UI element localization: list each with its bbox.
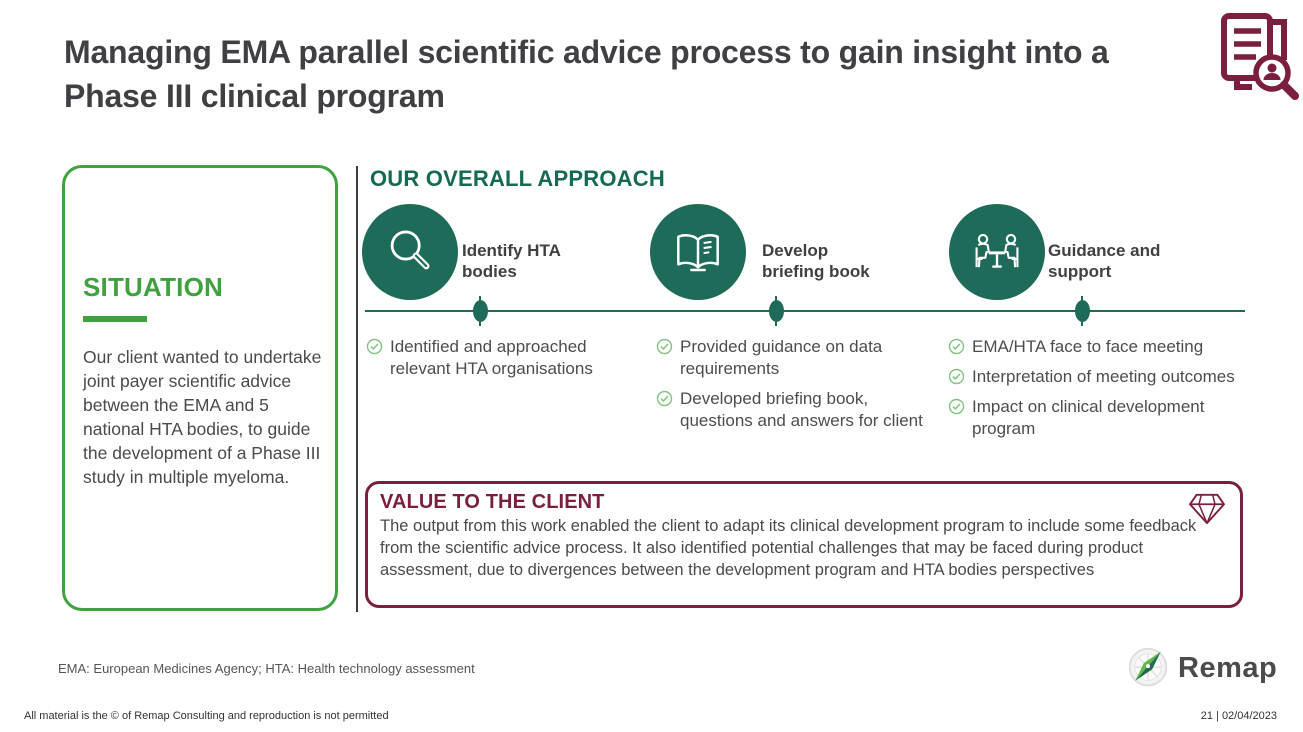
list-item: Impact on clinical development program — [948, 396, 1248, 440]
check-circle-icon — [656, 390, 673, 407]
bullet-text: Interpretation of meeting outcomes — [972, 367, 1235, 387]
list-item: EMA/HTA face to face meeting — [948, 336, 1248, 358]
logo-text: Remap — [1178, 651, 1278, 684]
meeting-icon — [975, 233, 1019, 268]
timeline-dot-3 — [1075, 300, 1090, 322]
step-2-label: Develop briefing book — [762, 241, 870, 282]
situation-underline — [83, 316, 147, 322]
bullet-text: Provided guidance on data requirements — [680, 337, 883, 379]
briefing-book-icon — [677, 234, 719, 272]
step-2-circle — [650, 204, 746, 300]
list-item: Identified and approached relevant HTA o… — [366, 336, 634, 380]
check-circle-icon — [948, 398, 965, 415]
document-search-icon — [1210, 8, 1300, 111]
check-circle-icon — [366, 338, 383, 355]
step-1-label: Identify HTA bodies — [462, 241, 561, 282]
value-heading: VALUE TO THE CLIENT — [380, 491, 605, 513]
vertical-divider — [356, 166, 358, 612]
check-circle-icon — [948, 338, 965, 355]
diamond-icon — [1186, 492, 1228, 531]
value-body: The output from this work enabled the cl… — [380, 517, 1197, 579]
bullet-text: Identified and approached relevant HTA o… — [390, 337, 593, 379]
step-3-bullets: EMA/HTA face to face meeting Interpretat… — [948, 336, 1248, 448]
compass-icon — [1128, 647, 1168, 687]
page-number-date: 21 | 02/04/2023 — [1200, 710, 1277, 722]
step-1-circle — [362, 204, 458, 300]
step-1-bullets: Identified and approached relevant HTA o… — [366, 336, 634, 388]
timeline-dot-2 — [769, 300, 784, 322]
step-2-bullets: Provided guidance on data requirements D… — [656, 336, 926, 440]
check-circle-icon — [656, 338, 673, 355]
value-panel: VALUE TO THE CLIENT The output from this… — [365, 481, 1243, 608]
footnote: EMA: European Medicines Agency; HTA: Hea… — [58, 661, 475, 676]
list-item: Developed briefing book, questions and a… — [656, 388, 926, 432]
list-item: Interpretation of meeting outcomes — [948, 366, 1248, 388]
bullet-text: Impact on clinical development program — [972, 397, 1205, 439]
approach-heading: OUR OVERALL APPROACH — [370, 166, 665, 191]
bullet-text: Developed briefing book, questions and a… — [680, 389, 923, 431]
copyright-text: All material is the © of Remap Consultin… — [24, 710, 389, 722]
bullet-text: EMA/HTA face to face meeting — [972, 337, 1204, 356]
situation-heading: SITUATION — [83, 272, 223, 302]
step-3-label: Guidance and support — [1048, 241, 1161, 282]
situation-panel: SITUATION Our client wanted to undertake… — [62, 165, 338, 611]
list-item: Provided guidance on data requirements — [656, 336, 926, 380]
check-circle-icon — [948, 368, 965, 385]
timeline — [365, 310, 1245, 312]
step-3-circle — [949, 204, 1045, 300]
page-title: Managing EMA parallel scientific advice … — [64, 34, 1109, 115]
situation-body: Our client wanted to undertake joint pay… — [83, 347, 322, 487]
timeline-dot-1 — [473, 300, 488, 322]
remap-logo: Remap — [1126, 646, 1277, 690]
magnifier-icon — [390, 230, 430, 270]
